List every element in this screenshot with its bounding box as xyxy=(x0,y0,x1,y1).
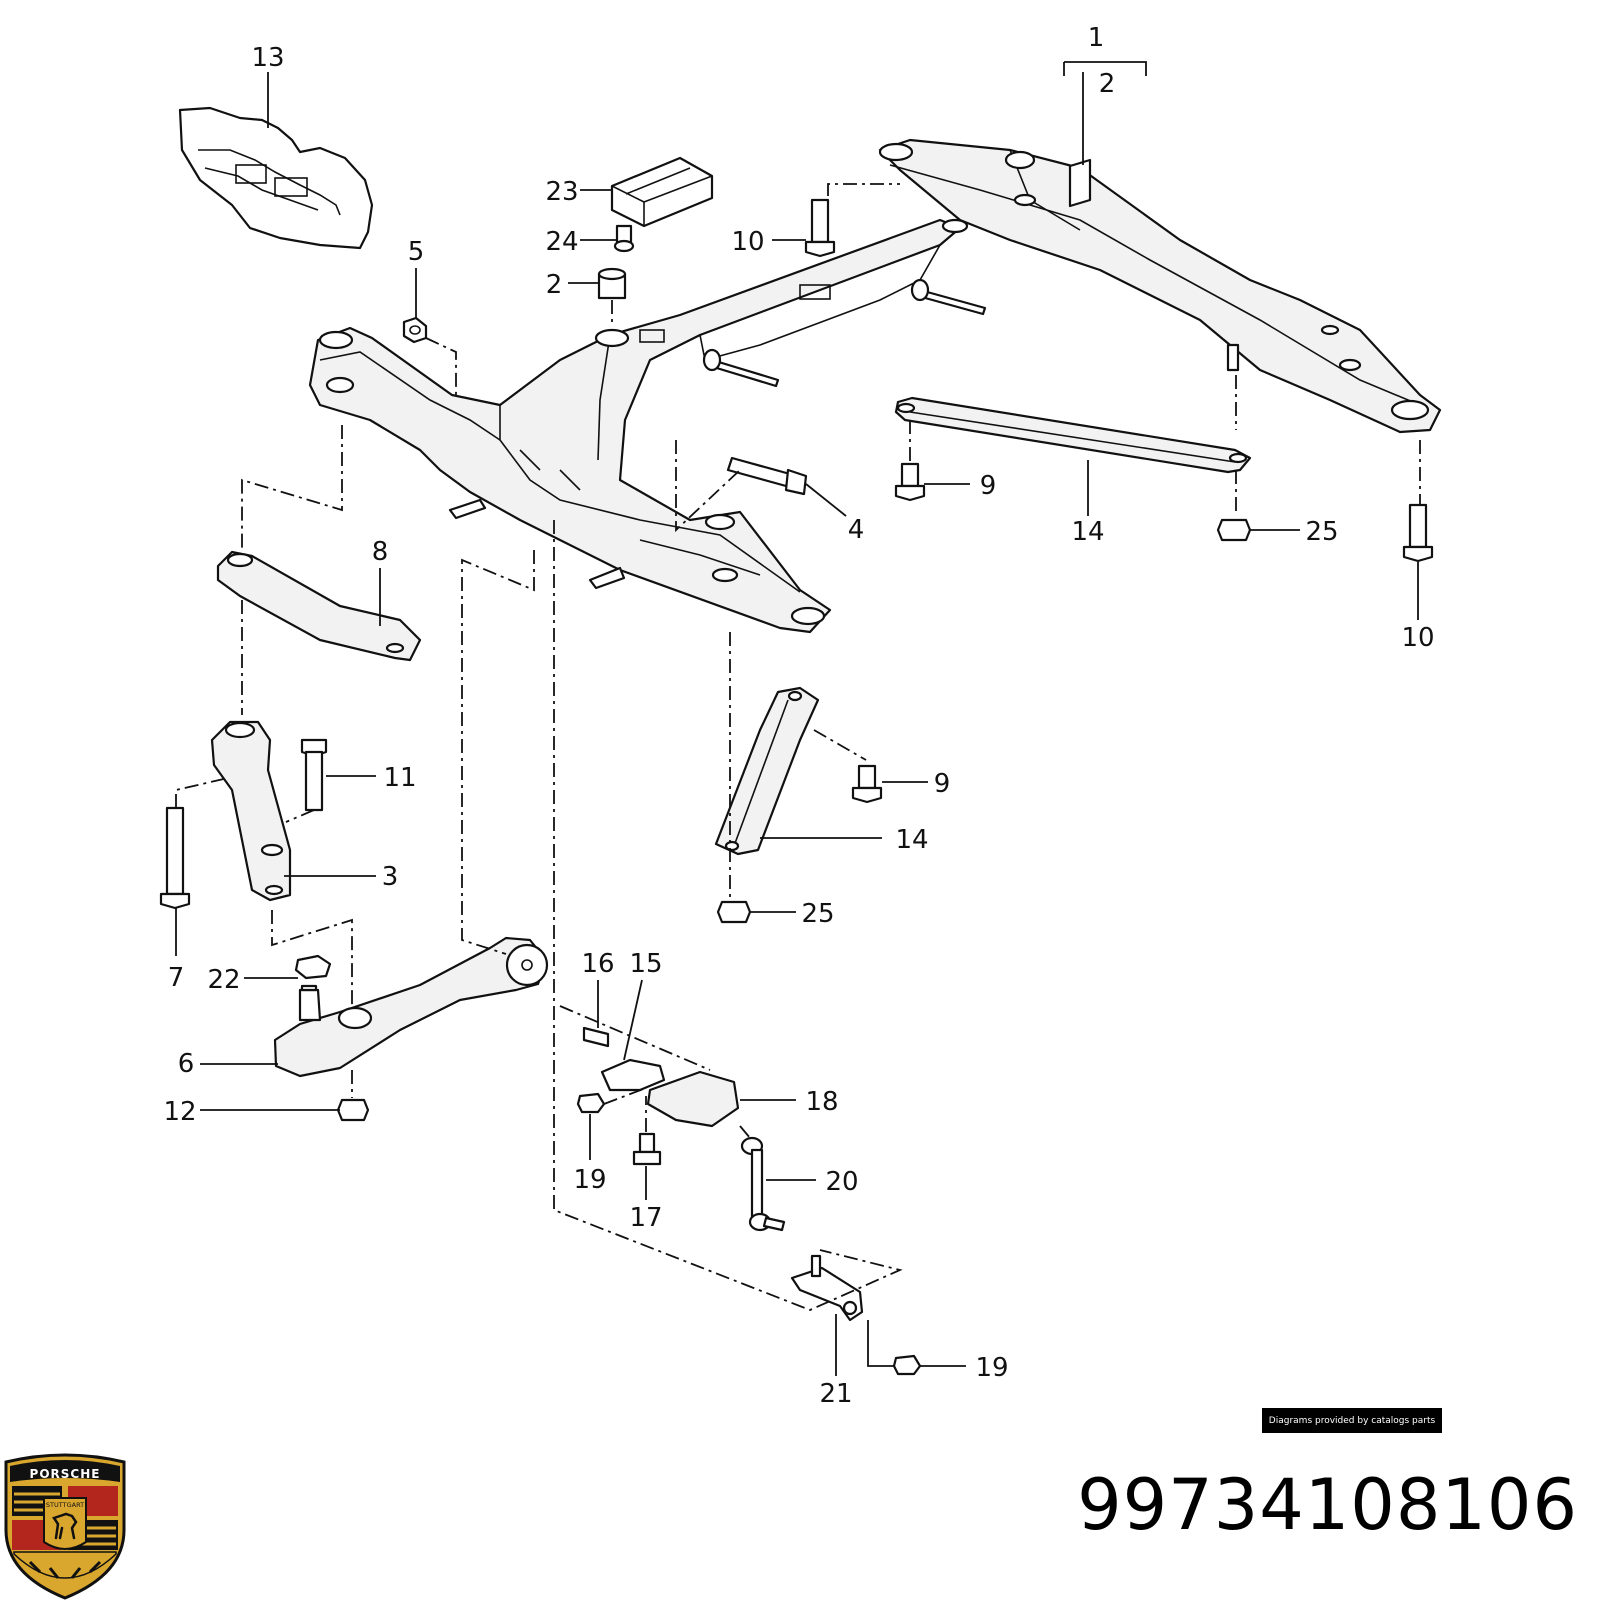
callout-14-lower: 14 xyxy=(895,825,928,855)
bolt-part-7 xyxy=(159,806,191,910)
callout-25-upper: 25 xyxy=(1305,517,1338,547)
bolt-part-10b xyxy=(1402,503,1434,563)
callout-11: 11 xyxy=(383,763,416,793)
leader-lines xyxy=(175,61,1419,1376)
callout-2: 2 xyxy=(1099,69,1116,99)
callout-5: 5 xyxy=(408,237,425,267)
control-arm-part-6 xyxy=(273,936,549,1078)
mount-bracket-part-21 xyxy=(790,1254,864,1322)
callout-7: 7 xyxy=(168,963,185,993)
callout-24: 24 xyxy=(545,227,578,257)
callout-20: 20 xyxy=(825,1167,858,1197)
subframe-part xyxy=(308,218,969,634)
callout-2-spacer: 2 xyxy=(546,270,563,300)
coupling-link-part-20 xyxy=(740,1136,786,1232)
level-sensor-part-18 xyxy=(646,1070,740,1128)
sensor-bracket-part-15 xyxy=(600,1058,666,1092)
callout-25-lower: 25 xyxy=(801,899,834,929)
nut-part-25a xyxy=(1216,518,1252,542)
nut-part-19b xyxy=(892,1354,922,1376)
bolt-part-11 xyxy=(300,738,328,812)
assembly-lines xyxy=(175,183,1421,1311)
callout-17: 17 xyxy=(629,1203,662,1233)
nut-part-5 xyxy=(402,316,428,344)
bracket-part-8 xyxy=(216,550,422,662)
bushing-pad-part xyxy=(610,156,714,228)
callout-6: 6 xyxy=(178,1049,195,1079)
screw-part-16 xyxy=(582,1026,610,1048)
callout-23: 23 xyxy=(545,177,578,207)
callout-8: 8 xyxy=(372,537,389,567)
callout-4: 4 xyxy=(848,515,865,545)
callout-15: 15 xyxy=(629,949,662,979)
callout-labels: 1 2 2 3 4 5 6 7 8 9 9 10 10 11 12 13 14 … xyxy=(163,23,1434,1409)
nut-part-12 xyxy=(336,1098,370,1122)
callout-22: 22 xyxy=(207,965,240,995)
svg-text:STUTTGART: STUTTGART xyxy=(46,1501,84,1509)
spacer-sleeve-part xyxy=(597,267,627,300)
callout-18: 18 xyxy=(805,1087,838,1117)
brace-part-14a xyxy=(894,396,1252,474)
callout-14-upper: 14 xyxy=(1071,517,1104,547)
nut-part-25b xyxy=(716,900,752,924)
callout-1: 1 xyxy=(1088,23,1105,53)
bolt-part-9a xyxy=(894,462,926,502)
callout-19-lower: 19 xyxy=(975,1353,1008,1383)
logo-brand-text: PORSCHE xyxy=(30,1467,101,1481)
callout-3: 3 xyxy=(382,862,399,892)
brace-part-14b xyxy=(714,686,820,856)
callout-9-upper: 9 xyxy=(980,471,997,501)
bolt-part-4 xyxy=(726,456,808,496)
callout-9-lower: 9 xyxy=(934,769,951,799)
callout-16: 16 xyxy=(581,949,614,979)
nut-part-19a xyxy=(576,1092,606,1114)
callout-10-upper: 10 xyxy=(731,227,764,257)
callout-13: 13 xyxy=(251,43,284,73)
bolt-part-9b xyxy=(851,764,883,804)
callout-10-lower: 10 xyxy=(1401,623,1434,653)
diagram-credit-label: Diagrams provided by catalogs parts xyxy=(1262,1408,1442,1433)
callout-12: 12 xyxy=(163,1097,196,1127)
part-number: 99734108106 xyxy=(1077,1464,1578,1546)
support-link-part-3 xyxy=(210,720,292,902)
subframe-right-rail xyxy=(878,138,1442,434)
heat-shield-part xyxy=(178,106,374,250)
screw-part-17 xyxy=(632,1132,662,1166)
porsche-crest-logo: PORSCHE STUTTGART xyxy=(4,1453,126,1600)
bolt-part-10a xyxy=(804,198,836,258)
nut-part-22 xyxy=(294,954,332,980)
callout-19-upper: 19 xyxy=(573,1165,606,1195)
small-screw-part xyxy=(613,224,635,253)
callout-21: 21 xyxy=(819,1379,852,1409)
stud-bolts xyxy=(702,278,987,388)
